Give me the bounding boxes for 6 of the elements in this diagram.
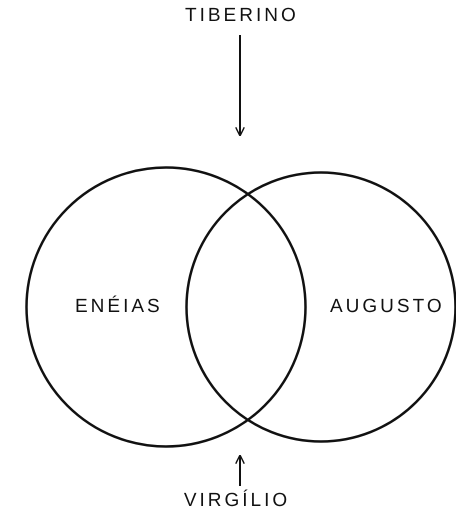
arrow [234,35,246,137]
set-label: TIBERINO [185,5,299,26]
set-label: AUGUSTO [330,296,445,318]
set-label: ENÉIAS [75,296,163,318]
set-label: VIRGÍLIO [184,490,290,511]
arrow [234,454,246,486]
